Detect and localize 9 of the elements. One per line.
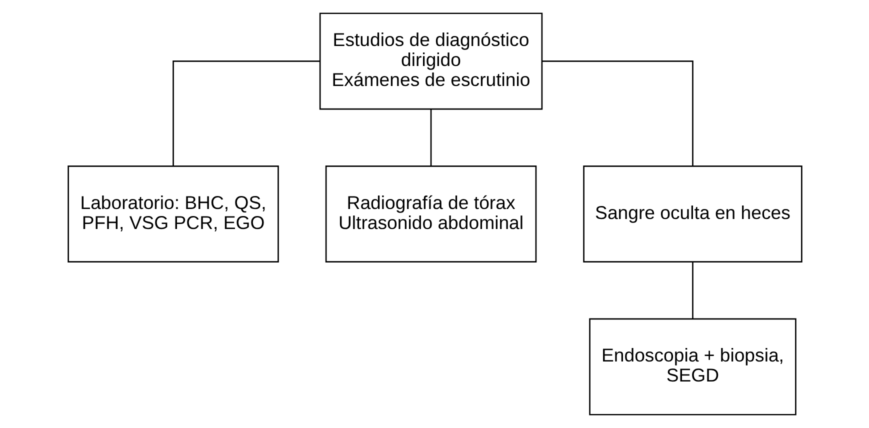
connector	[172, 60, 320, 166]
node-box: Endoscopia + biopsia, SEGD	[588, 318, 796, 416]
connector	[692, 262, 693, 318]
node-box: Radiografía de tórax Ultrasonido abdominal	[324, 166, 536, 262]
node-box: Laboratorio: BHC, QS, PFH, VSG PCR, EGO	[67, 166, 278, 262]
connector	[542, 60, 693, 166]
connector	[430, 109, 432, 166]
node-box: Estudios de diagnóstico dirigido Exámenes de escrutinio	[318, 12, 542, 110]
node-box: Sangre oculta en heces	[582, 166, 802, 262]
